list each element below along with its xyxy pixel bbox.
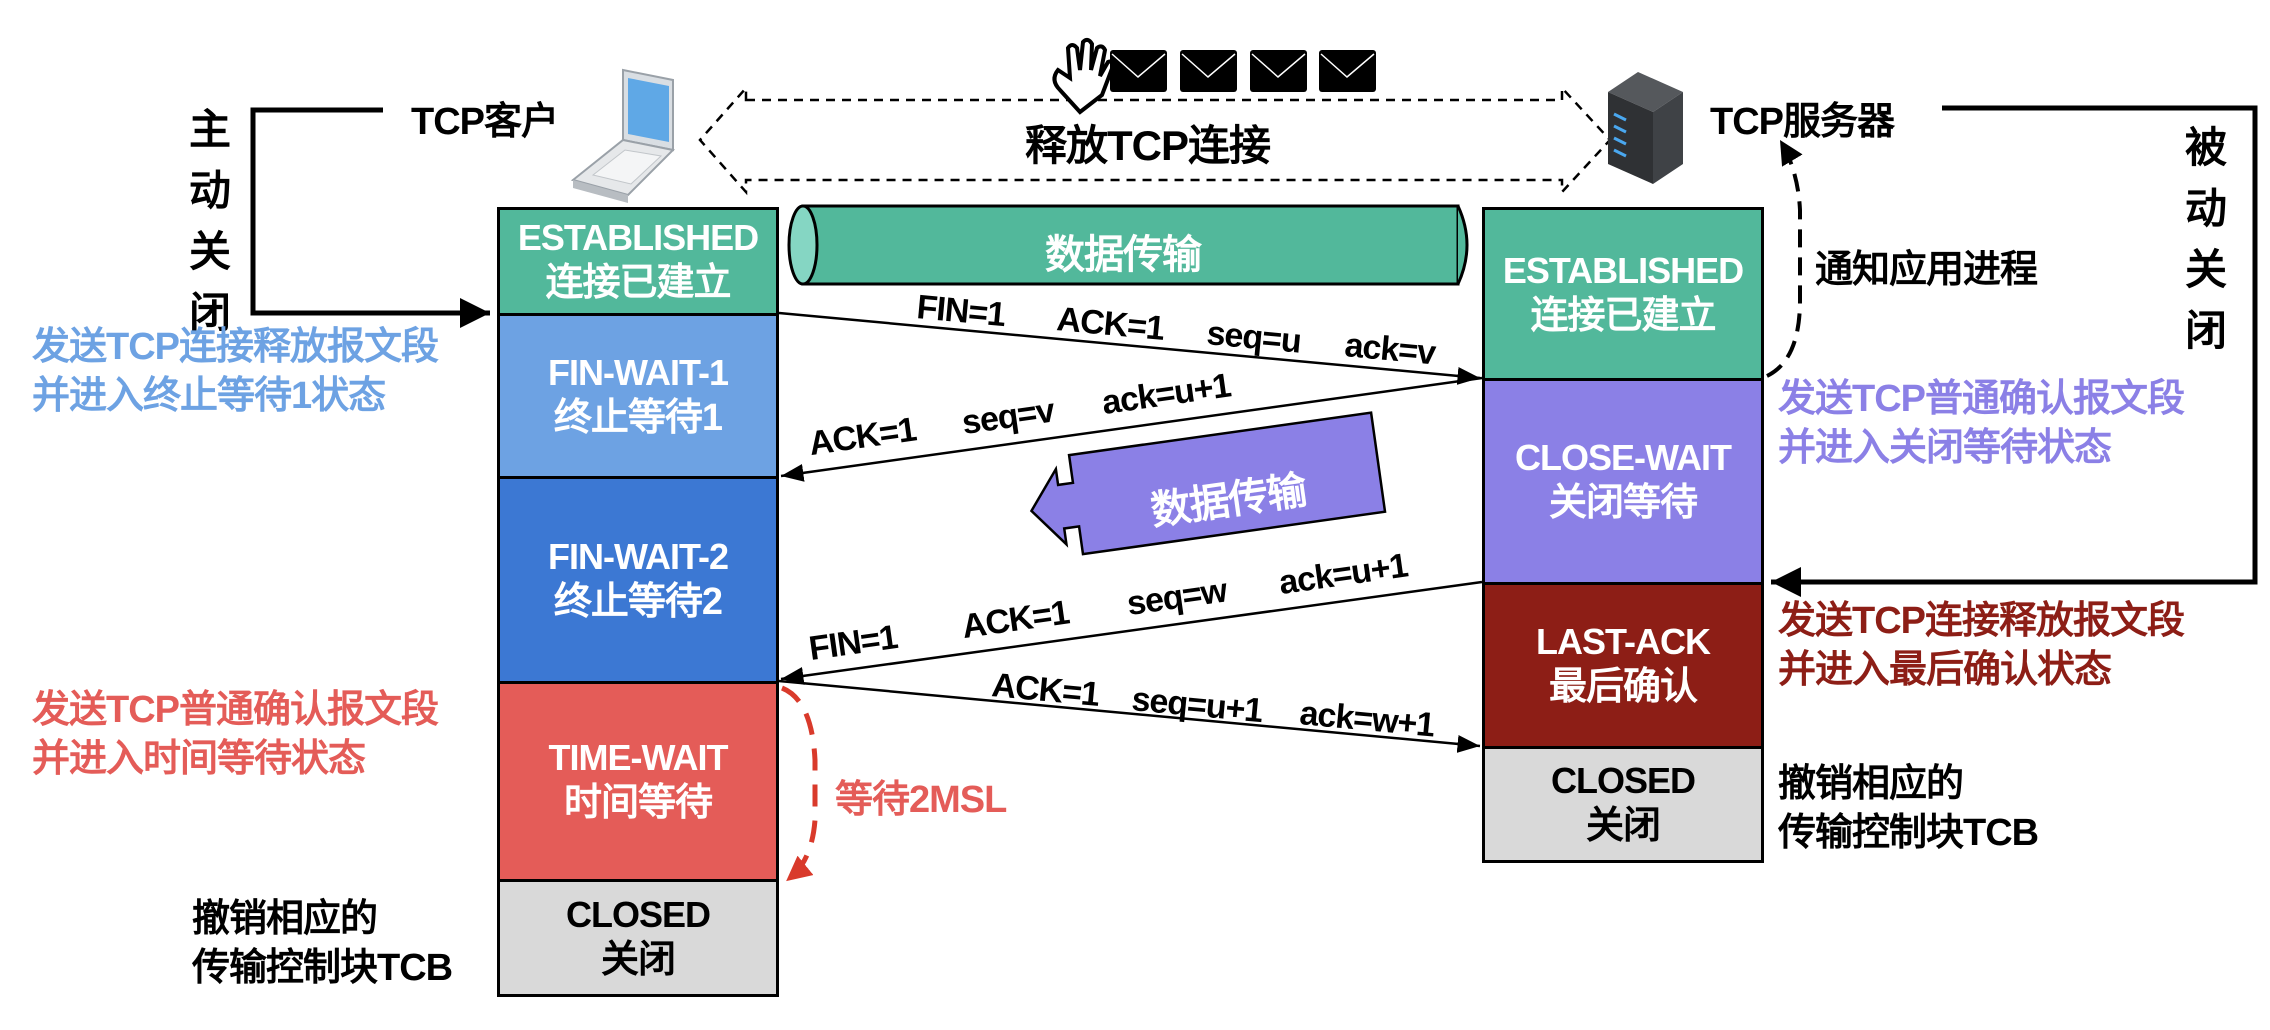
envelope-icon (1250, 50, 1307, 92)
client-note-time-wait: 发送TCP普通确认报文段 并进入时间等待状态 (32, 686, 439, 785)
state-en: ESTABLISHED (517, 217, 759, 259)
note-line: 撤销相应的 (1778, 763, 1964, 805)
passive-close-char: 被 (2184, 124, 2227, 171)
release-connection-title: 释放TCP连接 (1025, 122, 1271, 169)
client-label: TCP客户 (411, 101, 559, 143)
laptop-icon (570, 68, 676, 203)
segment-1-ack: ack=v (1343, 326, 1437, 373)
active-close-char: 主 (188, 106, 231, 153)
server-state-established: ESTABLISHED 连接已建立 (1482, 207, 1764, 381)
server-state-last-ack: LAST-ACK 最后确认 (1482, 582, 1764, 749)
segment-arrow-1 (778, 311, 1481, 385)
state-zh: 关闭 (1585, 805, 1661, 848)
client-state-time-wait: TIME-WAIT 时间等待 (497, 681, 779, 882)
passive-close-bracket (1771, 105, 2258, 597)
server-state-closed: CLOSED 关闭 (1482, 746, 1764, 863)
active-close-bracket (250, 107, 490, 328)
state-en: LAST-ACK (1536, 621, 1711, 663)
client-state-fin-wait-2: FIN-WAIT-2 终止等待2 (497, 476, 779, 684)
note-line: 传输控制块TCB (1778, 812, 2039, 855)
active-close-char: 动 (188, 166, 231, 214)
server-note-last-ack: 发送TCP连接释放报文段 并进入最后确认状态 (1778, 597, 2185, 696)
state-zh: 终止等待1 (553, 396, 723, 439)
client-state-fin-wait-1: FIN-WAIT-1 终止等待1 (497, 313, 779, 479)
data-transfer-label: 数据传输 (1045, 233, 1202, 277)
segment-arrow-4 (778, 679, 1481, 753)
note-line: 并进入关闭等待状态 (1778, 427, 2112, 470)
note-line: 并进入最后确认状态 (1778, 649, 2112, 692)
state-en: TIME-WAIT (548, 737, 729, 779)
notify-app-label: 通知应用进程 (1815, 249, 2038, 291)
passive-close-char: 动 (2184, 184, 2227, 232)
state-zh: 最后确认 (1548, 666, 1698, 709)
envelope-icon (1110, 50, 1167, 92)
active-close-char: 闭 (188, 288, 231, 336)
wait-2msl-arrow (780, 685, 818, 882)
state-zh: 关闭等待 (1548, 482, 1698, 525)
note-line: 发送TCP连接释放报文段 (32, 326, 439, 368)
state-en: FIN-WAIT-1 (548, 351, 729, 393)
state-en: CLOSE-WAIT (1515, 437, 1732, 479)
client-state-closed: CLOSED 关闭 (497, 879, 779, 997)
client-state-established: ESTABLISHED 连接已建立 (497, 207, 779, 316)
state-zh: 时间等待 (563, 782, 713, 825)
data-transfer-back-arrow (1029, 411, 1387, 556)
server-state-close-wait: CLOSE-WAIT 关闭等待 (1482, 378, 1764, 585)
segment-arrow-2 (780, 376, 1483, 482)
server-icon (1608, 72, 1683, 184)
state-en: CLOSED (565, 893, 711, 935)
envelope-icon (1319, 50, 1376, 92)
state-zh: 连接已建立 (1530, 294, 1716, 337)
state-en: CLOSED (1550, 760, 1696, 802)
server-note-closed: 撤销相应的 传输控制块TCB (1778, 760, 2039, 859)
active-close-label: 主 动 关 闭 (186, 100, 234, 344)
note-line: 发送TCP普通确认报文段 (1778, 378, 2185, 420)
state-zh: 关闭 (600, 938, 676, 981)
data-transfer-cylinder (787, 204, 1469, 286)
server-label: TCP服务器 (1710, 101, 1895, 143)
release-connection-arrow (698, 84, 1612, 196)
passive-close-char: 闭 (2184, 306, 2227, 354)
passive-close-char: 关 (2184, 245, 2227, 293)
segment-1-fin: FIN=1 (915, 288, 1007, 335)
state-en: FIN-WAIT-2 (548, 535, 729, 577)
segment-arrow-3 (780, 580, 1483, 685)
note-line: 撤销相应的 (192, 898, 378, 940)
state-zh: 终止等待2 (553, 580, 723, 623)
envelope-icon (1180, 50, 1237, 92)
note-line: 发送TCP连接释放报文段 (1778, 600, 2185, 642)
client-note-closed: 撤销相应的 传输控制块TCB (192, 895, 453, 994)
client-note-fin-wait-1: 发送TCP连接释放报文段 并进入终止等待1状态 (32, 323, 439, 422)
server-note-close-wait: 发送TCP普通确认报文段 并进入关闭等待状态 (1778, 375, 2185, 474)
passive-close-label: 被 动 关 闭 (2182, 118, 2230, 362)
state-zh: 连接已建立 (545, 262, 731, 305)
wait-2msl-label: 等待2MSL (835, 779, 1007, 821)
note-line: 并进入时间等待状态 (32, 738, 366, 781)
note-line: 发送TCP普通确认报文段 (32, 689, 439, 731)
active-close-char: 关 (188, 227, 231, 275)
note-line: 传输控制块TCB (192, 947, 453, 990)
note-line: 并进入终止等待1状态 (32, 375, 386, 418)
state-en: ESTABLISHED (1502, 249, 1744, 291)
notify-app-arrow (1766, 138, 1803, 378)
